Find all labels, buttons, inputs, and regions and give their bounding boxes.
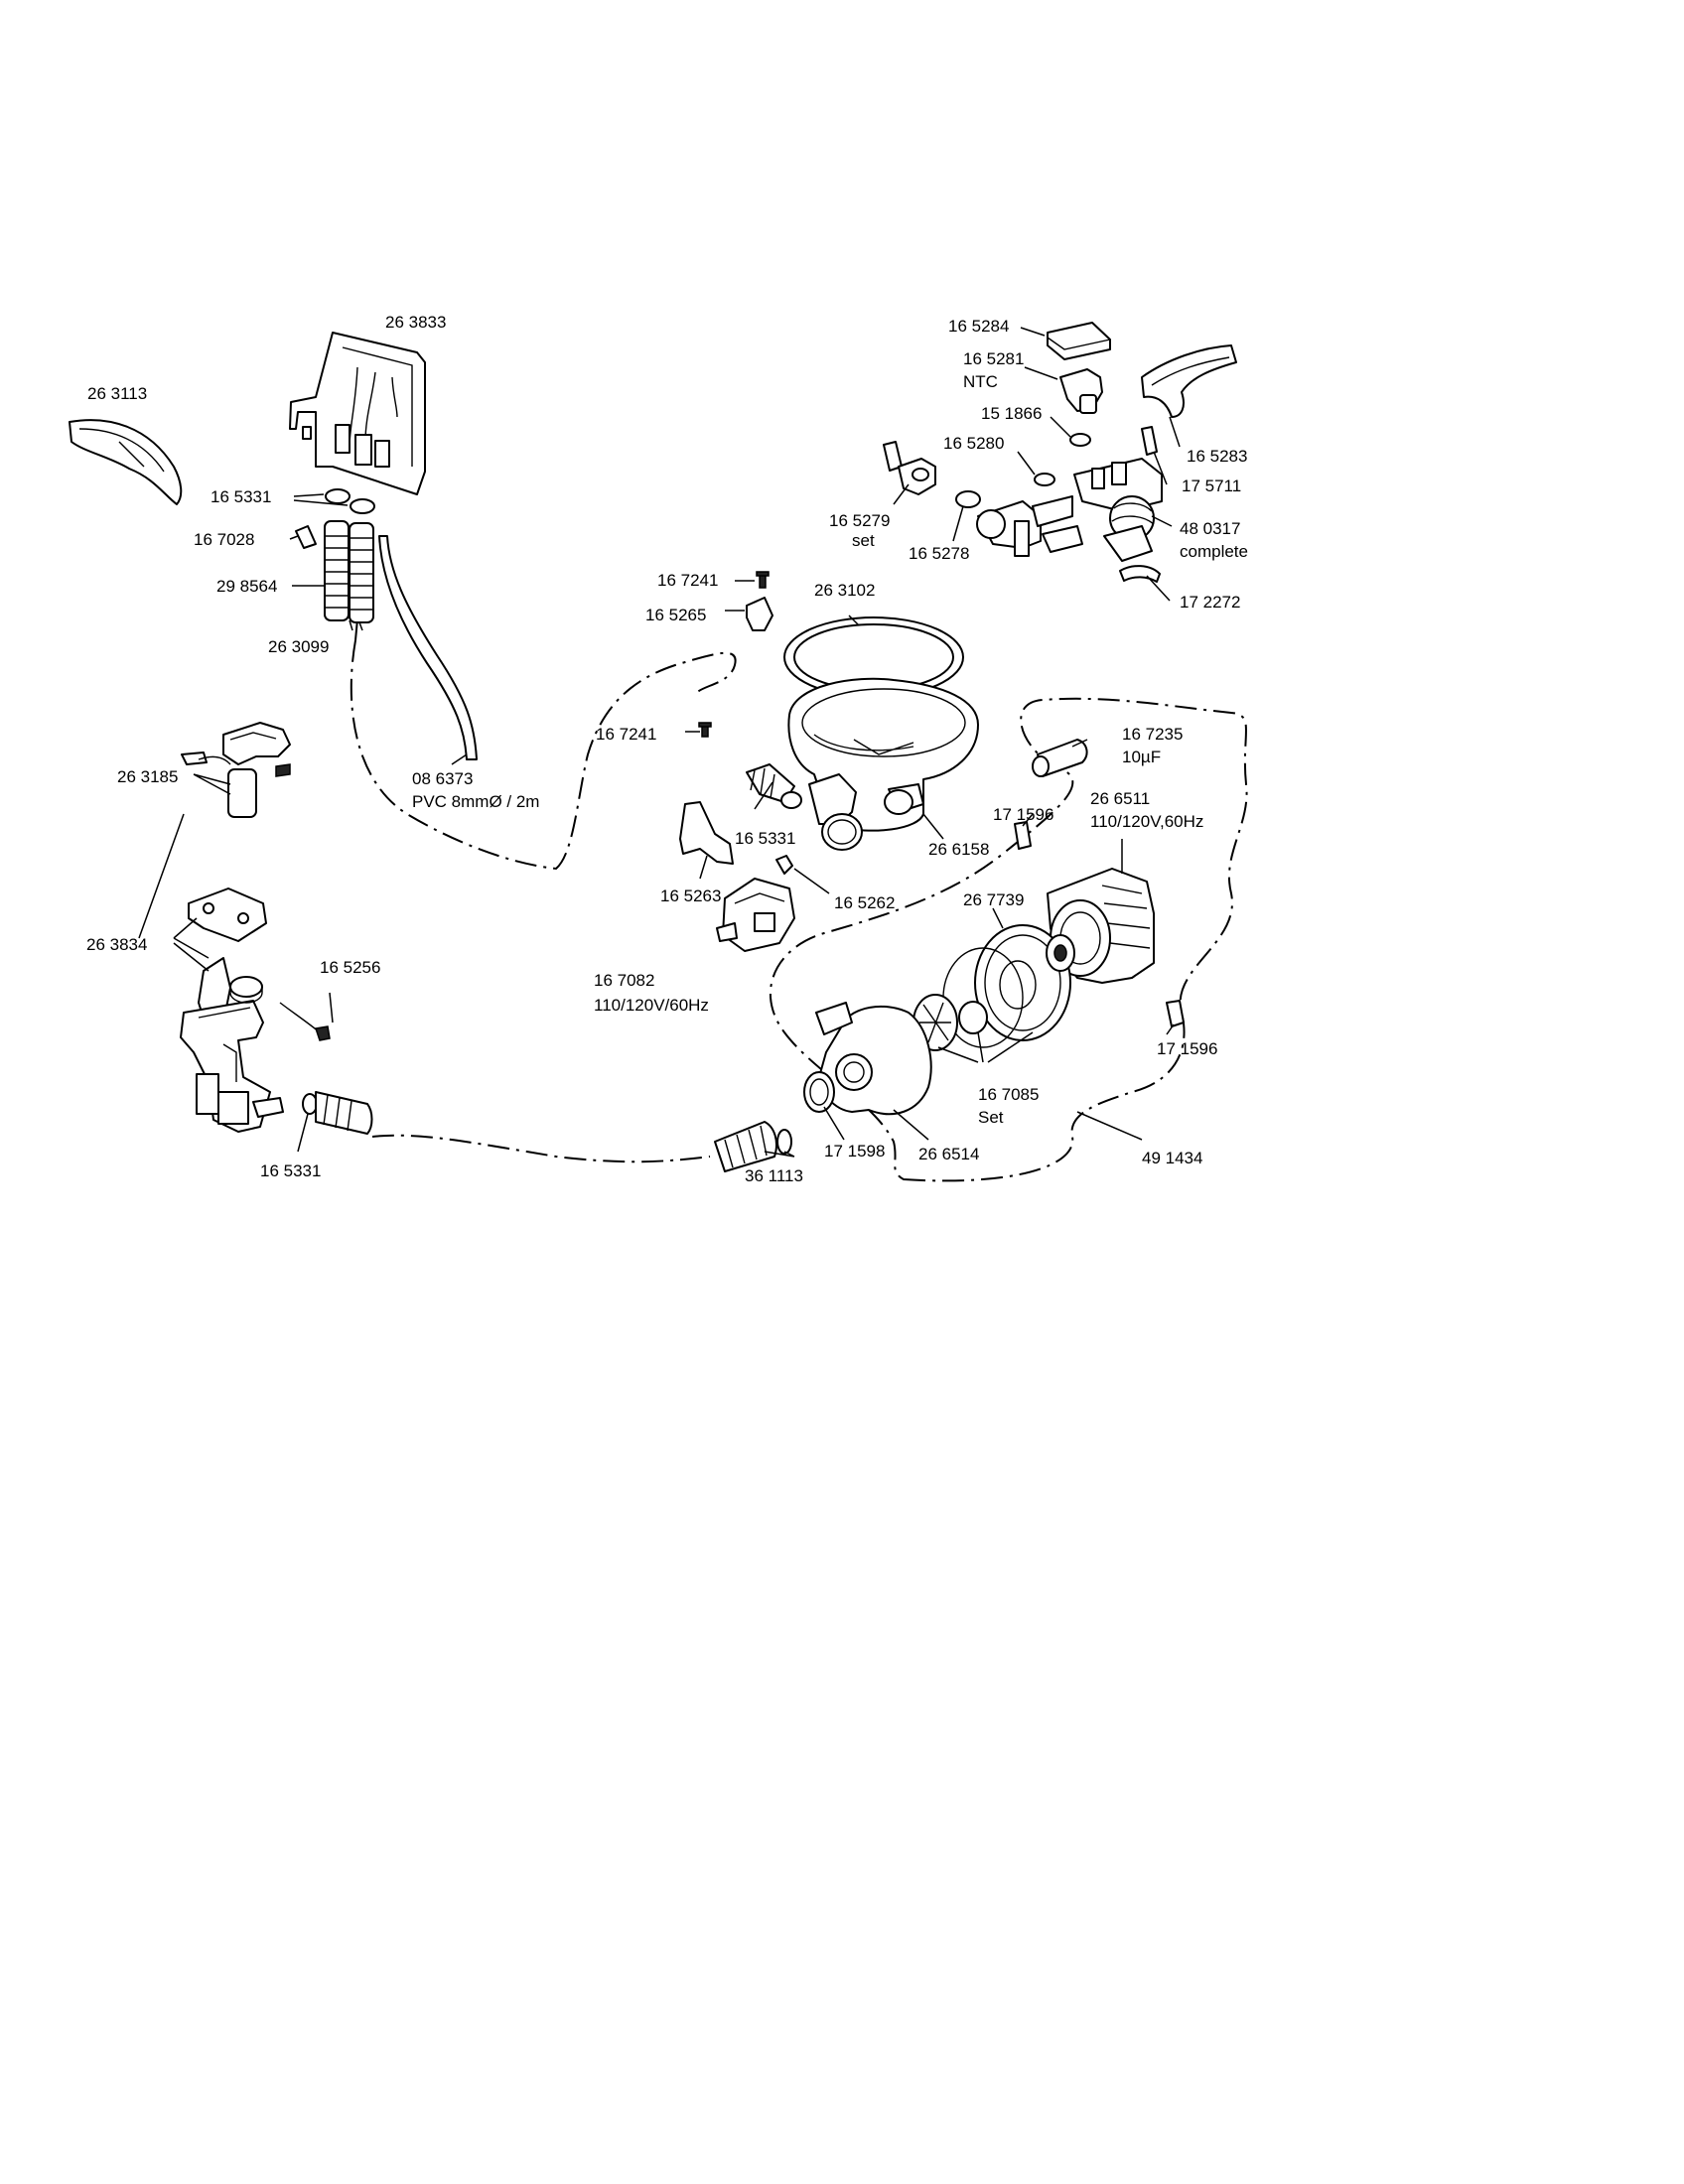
label-48-0317: 48 0317 — [1180, 519, 1240, 538]
label-16-5281-note: NTC — [963, 372, 998, 391]
part-16-7235-capacitor — [1032, 739, 1088, 777]
leader-lines — [138, 327, 1181, 1158]
part-16-5265-bracket — [746, 597, 773, 631]
label-16-5279-note: set — [852, 531, 875, 550]
part-26-3185-aquasensor — [181, 722, 291, 818]
label-16-5262: 16 5262 — [834, 893, 895, 912]
part-17-2272-hose-clamp — [1119, 565, 1161, 583]
label-49-1434: 49 1434 — [1142, 1149, 1202, 1167]
hose-connection-line — [371, 1134, 711, 1163]
label-17-1596-top: 17 1596 — [993, 805, 1053, 824]
part-26-7739-pump-housing — [974, 924, 1075, 1041]
label-16-5331-middle: 16 5331 — [735, 829, 795, 848]
label-16-5280: 16 5280 — [943, 434, 1004, 453]
part-17-5711-clip — [1141, 426, 1158, 456]
label-26-3834: 26 3834 — [86, 935, 147, 954]
part-16-7028-clip — [295, 525, 317, 549]
part-16-5263-holder — [679, 801, 734, 865]
label-16-5278: 16 5278 — [909, 544, 969, 563]
label-26-6158: 26 6158 — [928, 840, 989, 859]
label-08-6373: 08 6373 — [412, 769, 473, 788]
part-16-5284-cap — [1047, 322, 1111, 360]
label-26-3102: 26 3102 — [814, 581, 875, 600]
part-26-3113-cover — [69, 419, 183, 505]
part-16-5283-cover — [1141, 344, 1237, 418]
label-08-6373-spec: PVC 8mmØ / 2m — [412, 792, 539, 811]
part-drain-hose-bottom — [315, 1091, 373, 1135]
part-17-1596-clip-top — [1014, 821, 1032, 850]
part-16-5279-set — [883, 441, 936, 495]
part-16-5278-o-ring — [955, 490, 981, 508]
label-26-3113: 26 3113 — [87, 384, 147, 403]
label-16-5283: 16 5283 — [1187, 447, 1247, 466]
part-26-3099-hose — [349, 522, 374, 623]
part-16-7241-screw-top — [756, 571, 770, 589]
label-16-5331-top: 16 5331 — [210, 487, 271, 506]
label-16-7241-top: 16 7241 — [657, 571, 718, 590]
part-08-6373-pvc-tube — [378, 535, 478, 760]
label-16-7082: 16 7082 — [594, 971, 654, 990]
part-26-3834-pressure-switch-assembly — [180, 887, 284, 1133]
label-16-5265: 16 5265 — [645, 606, 706, 624]
label-16-7085-note: Set — [978, 1108, 1004, 1127]
part-16-5256-float — [229, 976, 331, 1041]
label-16-7241-middle: 16 7241 — [596, 725, 656, 744]
label-48-0317-note: complete — [1180, 542, 1248, 561]
part-26-6514-pump-cover — [815, 1002, 932, 1116]
part-26-3833-regeneration-doser — [289, 332, 426, 495]
label-16-7028: 16 7028 — [194, 530, 254, 549]
label-16-5284: 16 5284 — [948, 317, 1009, 336]
label-16-5331-bottom: 16 5331 — [260, 1161, 321, 1180]
part-16-7082-drain-pump — [716, 878, 795, 952]
label-17-1598: 17 1598 — [824, 1142, 885, 1160]
label-17-2272: 17 2272 — [1180, 593, 1240, 612]
label-16-7085: 16 7085 — [978, 1085, 1039, 1104]
label-26-3833: 26 3833 — [385, 313, 446, 332]
label-16-7235-spec: 10µF — [1122, 748, 1161, 766]
label-26-3185: 26 3185 — [117, 767, 178, 786]
part-48-0317-heater-complete — [976, 458, 1163, 562]
part-15-1866-o-ring — [1069, 433, 1091, 447]
part-29-8564-hose — [324, 520, 350, 621]
part-16-5331-seals-top — [325, 488, 375, 514]
label-17-5711: 17 5711 — [1182, 477, 1241, 495]
label-26-6511: 26 6511 — [1090, 789, 1150, 808]
part-16-7241-screw-middle — [698, 722, 712, 738]
part-26-6158-sump — [787, 677, 979, 851]
label-16-5263: 16 5263 — [660, 887, 721, 905]
group-outline-pump — [769, 697, 1248, 1182]
label-26-7739: 26 7739 — [963, 890, 1024, 909]
part-17-1598-seal — [803, 1071, 835, 1113]
label-17-1596-bottom: 17 1596 — [1157, 1039, 1217, 1058]
label-15-1866: 15 1866 — [981, 404, 1042, 423]
label-26-3099: 26 3099 — [268, 637, 329, 656]
part-16-5262-clip — [775, 855, 793, 875]
label-16-7082-spec: 110/120V/60Hz — [594, 996, 709, 1015]
label-16-5279: 16 5279 — [829, 511, 890, 530]
part-16-5331-hose-middle — [746, 763, 802, 809]
part-16-5281-ntc-sensor — [1059, 368, 1103, 414]
part-labels: 26 3833 26 3113 16 5331 16 7028 29 8564 … — [86, 313, 1248, 1185]
label-26-6511-spec: 110/120V,60Hz — [1090, 812, 1203, 831]
group-outline-drain-hose — [350, 639, 737, 871]
part-36-1113-hose-and-seal — [714, 1121, 792, 1172]
part-17-1596-clip-bottom — [1166, 1000, 1185, 1027]
label-16-5256: 16 5256 — [320, 958, 380, 977]
part-16-5280-o-ring — [1034, 473, 1055, 486]
label-36-1113: 36 1113 — [745, 1166, 803, 1185]
label-16-5281: 16 5281 — [963, 349, 1024, 368]
label-26-6514: 26 6514 — [918, 1145, 979, 1163]
part-16-5331-seal-bottom — [302, 1093, 318, 1115]
label-16-7235: 16 7235 — [1122, 725, 1183, 744]
label-29-8564: 29 8564 — [216, 577, 277, 596]
